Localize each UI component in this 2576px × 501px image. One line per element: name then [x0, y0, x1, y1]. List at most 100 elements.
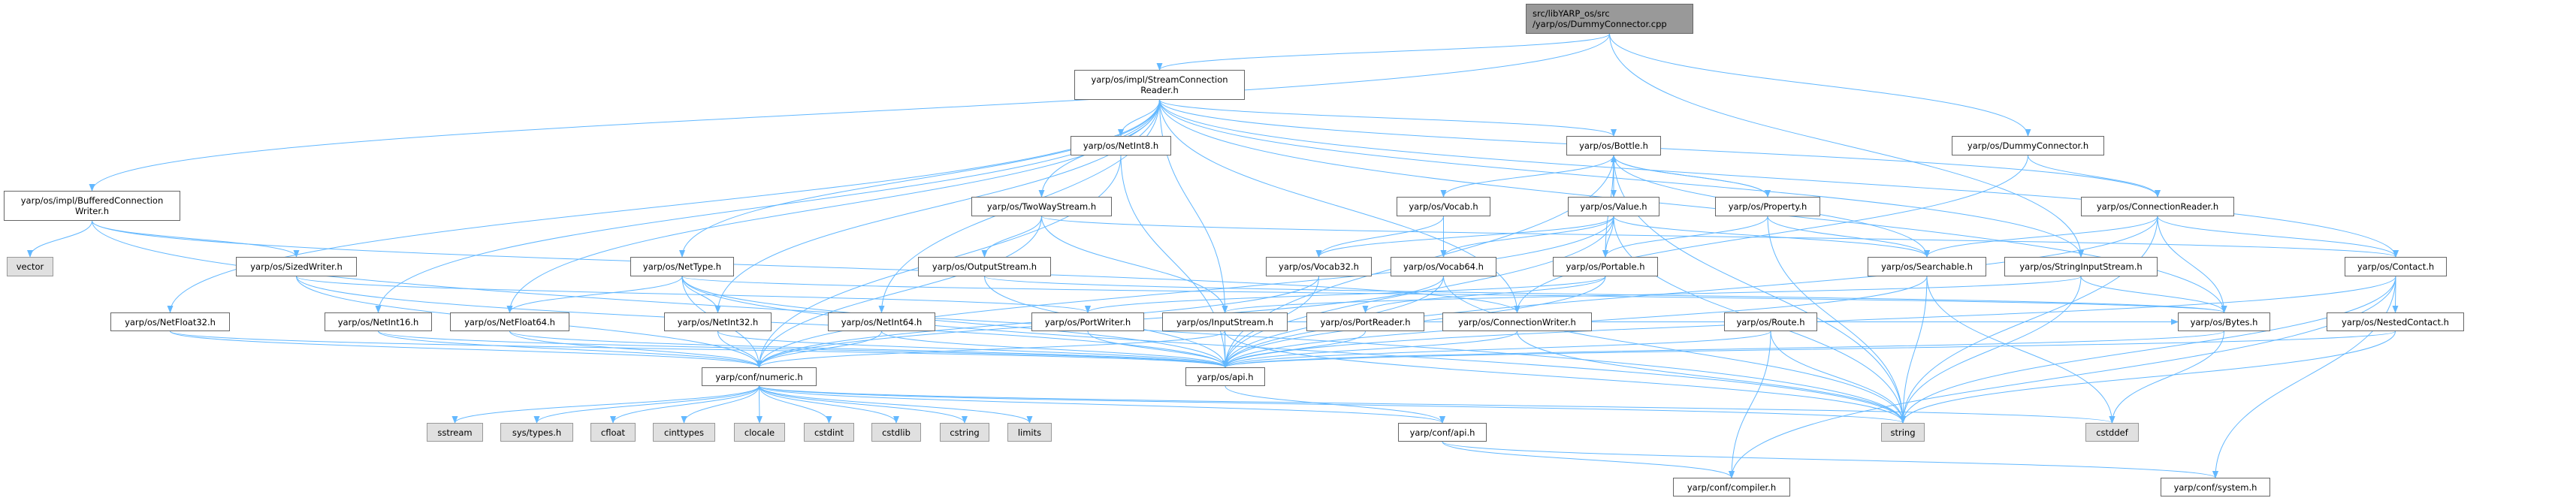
- node-bytes[interactable]: yarp/os/Bytes.h: [2178, 312, 2270, 331]
- node-bcw[interactable]: yarp/os/impl/BufferedConnection Writer.h: [4, 191, 180, 221]
- edge-scr-to-contact: [1159, 99, 2399, 258]
- edge-outputstream-to-bytes: [984, 276, 2227, 313]
- node-compiler[interactable]: yarp/conf/compiler.h: [1673, 478, 1790, 496]
- node-vocab64[interactable]: yarp/os/Vocab64.h: [1391, 257, 1496, 276]
- edge-scr-to-netint8: [1118, 99, 1160, 137]
- edge-confapi-to-compiler: [1442, 441, 1735, 478]
- node-portwriter[interactable]: yarp/os/PortWriter.h: [1031, 312, 1144, 331]
- edge-property-to-portable: [1602, 216, 1768, 258]
- edge-netint32-to-osapi: [717, 330, 1228, 368]
- edge-vocab64-to-string: [1443, 276, 1906, 424]
- node-twowaystream[interactable]: yarp/os/TwoWayStream.h: [971, 197, 1112, 216]
- edge-numeric-to-systypes: [533, 385, 760, 424]
- node-netint8[interactable]: yarp/os/NetInt8.h: [1071, 136, 1171, 155]
- node-sstream[interactable]: sstream: [427, 423, 483, 442]
- node-connectionwriter[interactable]: yarp/os/ConnectionWriter.h: [1442, 312, 1592, 331]
- edge-netfloat64-to-osapi: [509, 330, 1228, 368]
- edge-connectionreader-to-osapi: [1222, 216, 2158, 368]
- edge-bottle-to-vocab: [1440, 155, 1614, 198]
- edge-inputstream-to-numeric: [756, 330, 1225, 368]
- node-system[interactable]: yarp/conf/system.h: [2161, 478, 2270, 496]
- edge-netint64-to-osapi: [881, 330, 1228, 368]
- node-systypes[interactable]: sys/types.h: [500, 423, 573, 442]
- edge-bcw-to-sizedwriter: [92, 220, 300, 258]
- node-cstdint[interactable]: cstdint: [804, 423, 854, 442]
- node-dummyconnector[interactable]: yarp/os/DummyConnector.h: [1952, 136, 2104, 155]
- node-cstdlib[interactable]: cstdlib: [871, 423, 921, 442]
- node-vocab[interactable]: yarp/os/Vocab.h: [1397, 197, 1490, 216]
- node-portable[interactable]: yarp/os/Portable.h: [1553, 257, 1658, 276]
- node-value[interactable]: yarp/os/Value.h: [1568, 197, 1659, 216]
- edge-bytes-to-cstddef: [2109, 330, 2224, 424]
- node-vector[interactable]: vector: [7, 257, 53, 276]
- edge-connectionreader-to-contact: [2157, 216, 2399, 258]
- edge-nestedcontact-to-osapi: [1222, 330, 2396, 368]
- node-portreader[interactable]: yarp/os/PortReader.h: [1306, 312, 1424, 331]
- node-stringinputstream[interactable]: yarp/os/StringInputStream.h: [2004, 257, 2158, 276]
- node-cfloat[interactable]: cfloat: [590, 423, 636, 442]
- edge-vocab-to-vocab32: [1315, 216, 1444, 258]
- edge-value-to-numeric: [756, 216, 1614, 368]
- edge-searchable-to-cstddef: [1926, 276, 2115, 424]
- edge-portreader-to-osapi: [1222, 330, 1366, 368]
- edge-connectionreader-to-string: [1900, 216, 2158, 424]
- edge-connectionwriter-to-osapi: [1222, 330, 1518, 368]
- node-bottle[interactable]: yarp/os/Bottle.h: [1566, 136, 1661, 155]
- node-vocab32[interactable]: yarp/os/Vocab32.h: [1266, 257, 1372, 276]
- edge-bytes-to-osapi: [1222, 330, 2224, 368]
- edge-root-to-bcw: [89, 33, 1610, 192]
- node-numeric[interactable]: yarp/conf/numeric.h: [702, 367, 817, 386]
- edge-portable-to-portreader: [1362, 276, 1606, 313]
- node-outputstream[interactable]: yarp/os/OutputStream.h: [918, 257, 1051, 276]
- node-limits[interactable]: limits: [1007, 423, 1052, 442]
- edge-contact-to-compiler: [1729, 276, 2396, 478]
- node-confapi[interactable]: yarp/conf/api.h: [1398, 423, 1487, 442]
- node-connectionreader[interactable]: yarp/os/ConnectionReader.h: [2081, 197, 2234, 216]
- node-route[interactable]: yarp/os/Route.h: [1724, 312, 1817, 331]
- node-searchable[interactable]: yarp/os/Searchable.h: [1868, 257, 1986, 276]
- edge-netfloat64-to-numeric: [509, 330, 763, 368]
- edge-nettype-to-netint32: [681, 276, 721, 313]
- edge-root-to-dummyconnector: [1609, 33, 2031, 137]
- node-contact[interactable]: yarp/os/Contact.h: [2345, 257, 2447, 276]
- edge-numeric-to-confapi: [759, 385, 1445, 424]
- node-netfloat32[interactable]: yarp/os/NetFloat32.h: [110, 312, 230, 331]
- edge-route-to-compiler: [1729, 330, 1771, 478]
- node-scr[interactable]: yarp/os/impl/StreamConnection Reader.h: [1074, 70, 1245, 100]
- edge-twowaystream-to-outputstream: [981, 216, 1042, 258]
- node-sizedwriter[interactable]: yarp/os/SizedWriter.h: [236, 257, 357, 276]
- edge-numeric-to-cfloat: [610, 385, 760, 424]
- node-netint32[interactable]: yarp/os/NetInt32.h: [664, 312, 772, 331]
- node-clocale[interactable]: clocale: [734, 423, 785, 442]
- node-cinttypes[interactable]: cinttypes: [653, 423, 715, 442]
- node-cstring[interactable]: cstring: [940, 423, 989, 442]
- edge-twowaystream-to-numeric: [756, 216, 1042, 368]
- node-netfloat64[interactable]: yarp/os/NetFloat64.h: [450, 312, 569, 331]
- edge-property-to-string: [1767, 216, 1906, 424]
- node-osapi[interactable]: yarp/os/api.h: [1185, 367, 1265, 386]
- edge-twowaystream-to-inputstream: [1041, 216, 1228, 313]
- edge-sizedwriter-to-portwriter: [296, 276, 1091, 313]
- edge-contact-to-string: [1900, 276, 2396, 424]
- node-nettype[interactable]: yarp/os/NetType.h: [630, 257, 734, 276]
- edge-route-to-osapi: [1222, 330, 1771, 368]
- edge-twowaystream-to-contact: [1041, 216, 2399, 258]
- edge-value-to-vocab32: [1315, 216, 1614, 258]
- node-netint16[interactable]: yarp/os/NetInt16.h: [325, 312, 432, 331]
- edge-connectionwriter-to-string: [1517, 330, 1906, 424]
- edge-connectionreader-to-bytes: [2157, 216, 2227, 313]
- node-cstddef[interactable]: cstddef: [2085, 423, 2139, 442]
- edge-property-to-bottle: [1611, 155, 1768, 198]
- edge-scr-to-bottle: [1159, 99, 1617, 137]
- node-netint64[interactable]: yarp/os/NetInt64.h: [828, 312, 935, 331]
- node-string[interactable]: string: [1881, 423, 1925, 442]
- node-property[interactable]: yarp/os/Property.h: [1715, 197, 1820, 216]
- edge-netfloat32-to-numeric: [170, 330, 763, 368]
- edge-stringinputstream-to-inputstream: [1222, 276, 2082, 313]
- edge-value-to-searchable: [1613, 216, 1930, 258]
- node-nestedcontact[interactable]: yarp/os/NestedContact.h: [2327, 312, 2464, 331]
- node-inputstream[interactable]: yarp/os/InputStream.h: [1162, 312, 1288, 331]
- edge-contact-to-system: [2212, 276, 2396, 478]
